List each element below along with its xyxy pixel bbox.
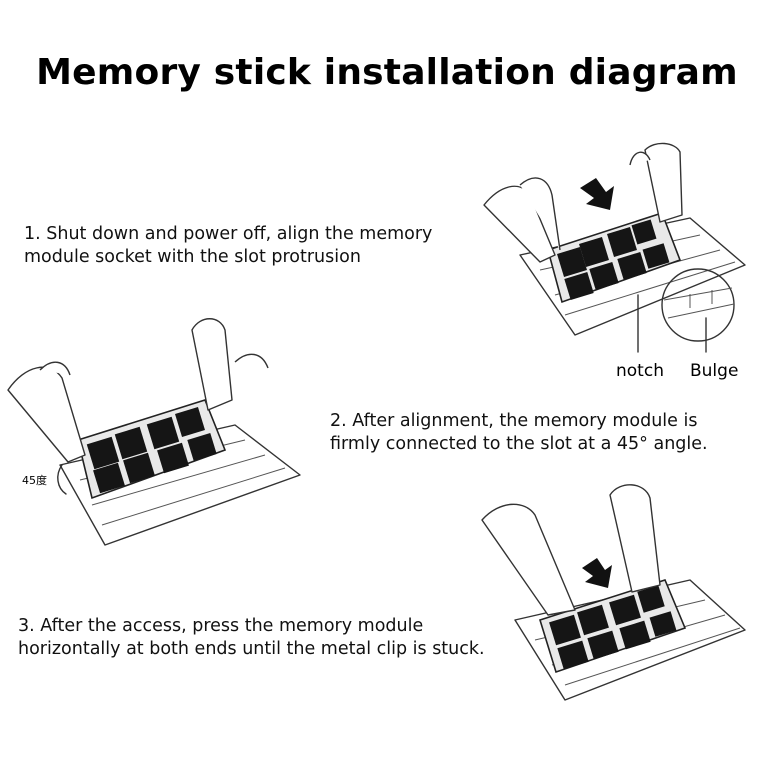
step-1-line-1: 1. Shut down and power off, align the me… — [24, 224, 433, 244]
notch-label: notch — [616, 361, 664, 381]
step-1-text: 1. Shut down and power off, align the me… — [24, 223, 432, 269]
bulge-label: Bulge — [690, 361, 739, 381]
zoom-circle — [661, 268, 735, 342]
step-2-line-1: 2. After alignment, the memory module is — [330, 411, 698, 431]
down-arrow-icon — [580, 178, 614, 210]
memory-module-3 — [539, 579, 687, 674]
step-2-text: 2. After alignment, the memory module is… — [330, 410, 708, 456]
page-title: Memory stick installation diagram — [36, 52, 738, 93]
down-arrow-icon-2 — [582, 558, 612, 588]
step-3-line-1: 3. After the access, press the memory mo… — [18, 616, 424, 636]
angle-label: 45度 — [22, 474, 47, 487]
step-1-line-2: module socket with the slot protrusion — [24, 247, 361, 267]
memory-module-1 — [547, 212, 682, 304]
memory-module-2 — [77, 399, 227, 500]
step-3-line-2: horizontally at both ends until the meta… — [18, 639, 485, 659]
step-3-text: 3. After the access, press the memory mo… — [18, 615, 485, 661]
step-2-line-2: firmly connected to the slot at a 45° an… — [330, 434, 708, 454]
